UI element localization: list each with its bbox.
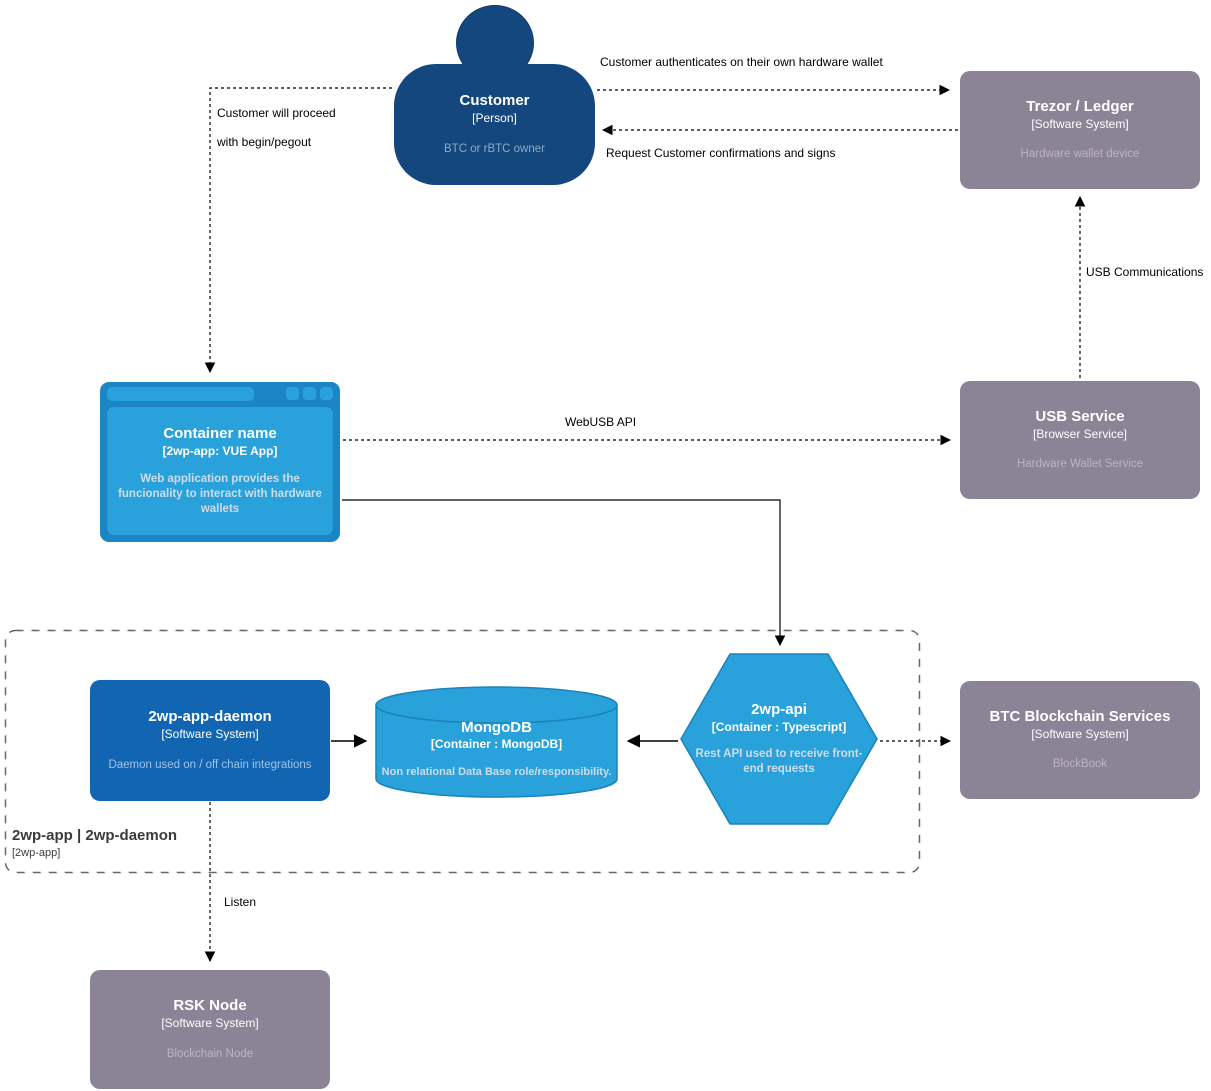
usb-service-description: Hardware Wallet Service	[1016, 458, 1144, 471]
hexagon-shape-icon	[680, 653, 878, 825]
container-name-node[interactable]: Container name [2wp-app: VUE App] Web ap…	[100, 382, 340, 542]
browser-address-bar	[107, 387, 254, 401]
container-name-subtitle: [2wp-app: VUE App]	[162, 444, 278, 459]
container-name-title: Container name	[163, 425, 277, 443]
edge-container-to-api	[342, 499, 786, 647]
mongodb-node[interactable]: MongoDB [Container : MongoDB] Non relati…	[375, 686, 618, 798]
api-node[interactable]: 2wp-api [Container : Typescript] Rest AP…	[680, 653, 878, 825]
browser-button-icon	[286, 387, 299, 400]
trezor-ledger-subtitle: [Software System]	[1031, 116, 1129, 131]
boundary-subtitle: [2wp-app]	[12, 847, 61, 859]
browser-button-icon	[320, 387, 333, 400]
daemon-node[interactable]: 2wp-app-daemon [Software System] Daemon …	[90, 680, 330, 801]
boundary-title: 2wp-app | 2wp-daemon	[12, 827, 178, 844]
usb-service-title: USB Service	[1035, 407, 1125, 425]
trezor-ledger-title: Trezor / Ledger	[1026, 97, 1134, 115]
api-subtitle: [Container : Typescript]	[711, 719, 847, 734]
api-description: Rest API used to receive front-end reque…	[695, 748, 863, 776]
usb-service-subtitle: [Browser Service]	[1032, 426, 1128, 441]
edge-label-listen: Listen	[224, 895, 257, 909]
rsk-node-description: Blockchain Node	[166, 1047, 254, 1060]
mongodb-description: Non relational Data Base role/responsibi…	[381, 766, 612, 779]
btc-services-node[interactable]: BTC Blockchain Services [Software System…	[960, 681, 1200, 799]
edge-label-proceed-line2: with begin/pegout	[217, 135, 312, 149]
edge-label-request-confirmations: Request Customer confirmations and signs	[606, 146, 836, 160]
api-title: 2wp-api	[751, 700, 807, 718]
usb-service-node[interactable]: USB Service [Browser Service] Hardware W…	[960, 381, 1200, 499]
rsk-node-title: RSK Node	[173, 997, 247, 1015]
cylinder-shape-icon	[375, 686, 618, 798]
trezor-ledger-description: Hardware wallet device	[1020, 148, 1140, 161]
edge-customer-to-container	[204, 87, 392, 374]
trezor-ledger-node[interactable]: Trezor / Ledger [Software System] Hardwa…	[960, 71, 1200, 189]
daemon-title: 2wp-app-daemon	[148, 708, 272, 726]
edge-label-usb-communications: USB Communications	[1086, 265, 1204, 279]
edge-label-webusb-api: WebUSB API	[565, 415, 637, 429]
mongodb-subtitle: [Container : MongoDB]	[430, 737, 563, 752]
customer-subtitle: [Person]	[472, 111, 517, 126]
daemon-description: Daemon used on / off chain integrations	[108, 758, 312, 771]
customer-title: Customer	[459, 92, 530, 110]
rsk-node[interactable]: RSK Node [Software System] Blockchain No…	[90, 970, 330, 1089]
edge-label-proceed-line1: Customer will proceed	[217, 106, 336, 120]
btc-services-title: BTC Blockchain Services	[989, 707, 1171, 725]
browser-button-icon	[303, 387, 316, 400]
container-name-description: Web application provides the funcionalit…	[118, 472, 322, 515]
customer-node[interactable]: Customer [Person] BTC or rBTC owner	[394, 64, 595, 185]
customer-description: BTC or rBTC owner	[444, 142, 545, 155]
rsk-node-subtitle: [Software System]	[161, 1016, 259, 1031]
btc-services-subtitle: [Software System]	[1031, 726, 1129, 741]
btc-services-description: BlockBook	[1052, 758, 1108, 771]
daemon-subtitle: [Software System]	[161, 727, 259, 742]
mongodb-title: MongoDB	[461, 718, 532, 736]
edge-label-authenticate: Customer authenticates on their own hard…	[600, 55, 883, 69]
